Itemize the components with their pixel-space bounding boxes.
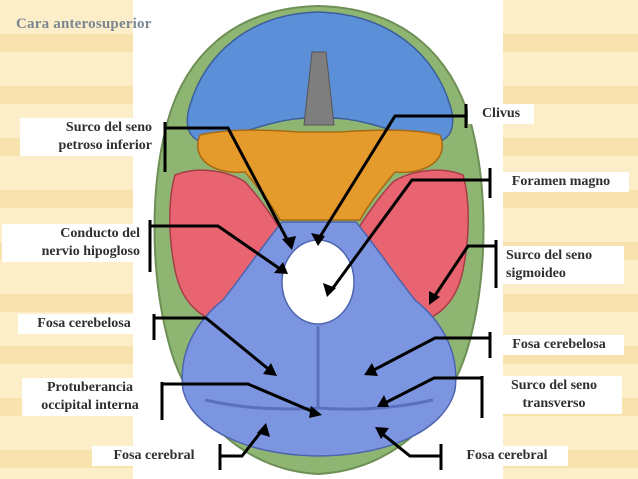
label-protuberancia: Protuberancia occipital interna — [22, 378, 158, 416]
label-conducto-hipogloso: Conducto del nervio hipogloso — [2, 224, 146, 262]
label-text: Conducto del — [60, 226, 140, 241]
label-surco-sigmoideo: Surco del seno sigmoideo — [500, 246, 624, 284]
foramen-magnum — [281, 239, 355, 325]
sphenoid-bone — [197, 129, 443, 221]
label-fosa-cerebral-left: Fosa cerebral — [92, 446, 216, 466]
leader-lines — [148, 104, 498, 470]
label-fosa-cerebral-right: Fosa cerebral — [446, 446, 568, 466]
page-title: Cara anterosuperior — [16, 16, 152, 32]
label-surco-transverso: Surco del seno transverso — [486, 376, 622, 414]
transverse-groove — [204, 398, 434, 411]
label-text: Fosa cerebral — [113, 448, 195, 463]
label-text: occipital interna — [41, 398, 139, 413]
label-fosa-cerebelosa-right: Fosa cerebelosa — [494, 335, 624, 355]
label-fosa-cerebelosa-left: Fosa cerebelosa — [18, 314, 150, 334]
label-text: Fosa cerebelosa — [512, 337, 606, 352]
label-clivus: Clivus — [468, 104, 534, 124]
label-text: Surco del seno — [510, 378, 598, 393]
label-text: transverso — [522, 396, 586, 411]
label-text: Foramen magno — [511, 174, 611, 189]
label-text: Fosa cerebral — [466, 448, 548, 463]
arrowheads — [257, 233, 440, 439]
label-text: sigmoideo — [506, 266, 566, 281]
label-text: nervio hipogloso — [41, 244, 140, 259]
label-text: Clivus — [481, 106, 521, 121]
label-text: petroso inferior — [58, 138, 152, 153]
crista-galli — [303, 51, 335, 126]
label-text: Fosa cerebelosa — [37, 316, 131, 331]
label-foramen-magno: Foramen magno — [493, 172, 629, 192]
label-surco-petroso: Surco del seno petroso inferior — [20, 118, 158, 156]
label-text: Surco del seno — [65, 120, 152, 135]
label-text: Protuberancia — [46, 380, 134, 395]
label-text: Surco del seno — [506, 248, 593, 263]
